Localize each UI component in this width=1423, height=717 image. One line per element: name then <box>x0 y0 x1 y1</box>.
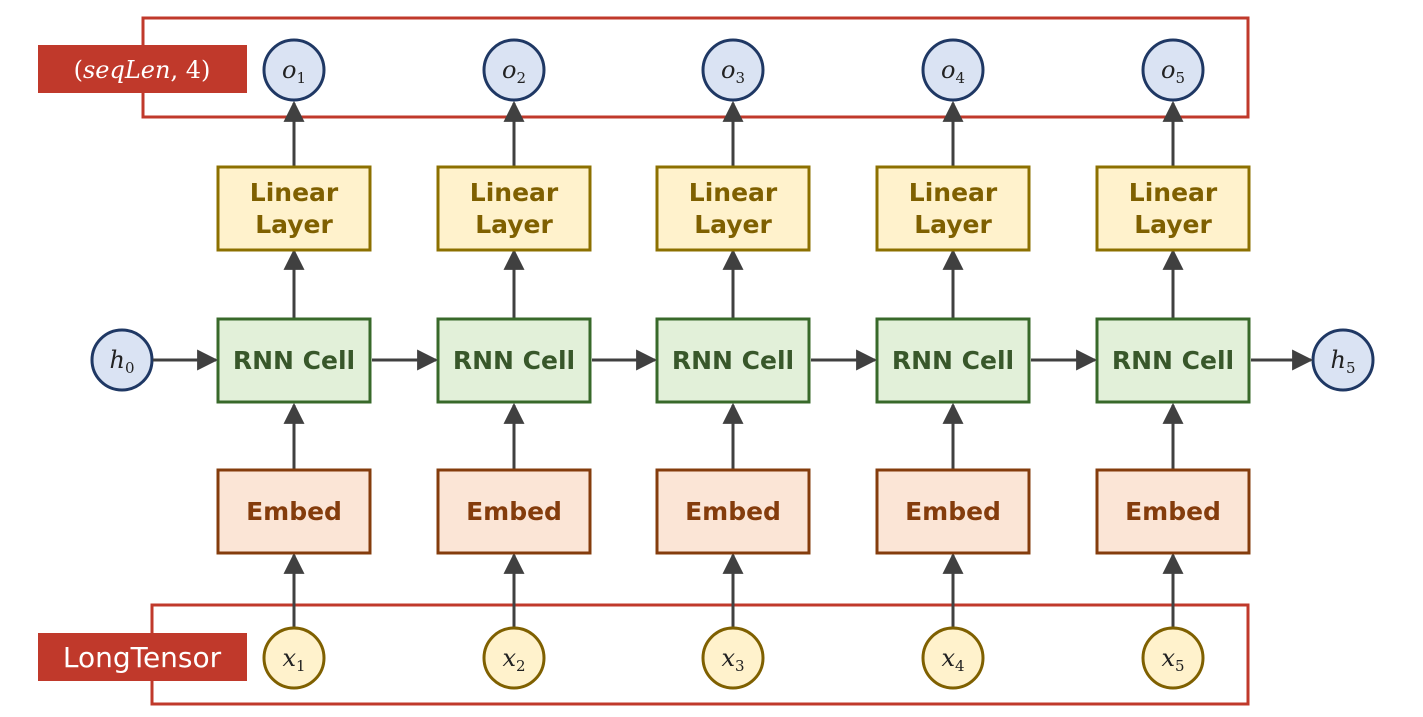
input-node <box>482 626 546 690</box>
input-node-label: x2 <box>502 644 525 675</box>
embed-label: Embed <box>905 497 1001 526</box>
embed-box <box>216 468 372 555</box>
rnn-cell-label: RNN Cell <box>892 346 1014 375</box>
linear-layer-label-line1: Linear <box>909 178 998 207</box>
rnn-cell-label: RNN Cell <box>1112 346 1234 375</box>
input-node-label: x4 <box>941 644 964 675</box>
rnn-cell-label: RNN Cell <box>672 346 794 375</box>
linear-layer-label-line2: Layer <box>914 210 992 239</box>
embed-label: Embed <box>685 497 781 526</box>
input-node-label: x3 <box>721 644 744 675</box>
rnn-cell-label: RNN Cell <box>233 346 355 375</box>
linear-layer-label-line1: Linear <box>689 178 778 207</box>
hidden-state-final-label: h5 <box>1330 346 1355 377</box>
output-node <box>482 38 546 102</box>
linear-layer-label-line1: Linear <box>470 178 559 207</box>
input-node <box>262 626 326 690</box>
hidden-state-initial-label: h0 <box>109 346 134 377</box>
rnn-cell-box <box>655 317 811 404</box>
output-node <box>262 38 326 102</box>
output-node <box>921 38 985 102</box>
rnn-cell-label: RNN Cell <box>453 346 575 375</box>
input-node-label: x5 <box>1161 644 1184 675</box>
input-node <box>921 626 985 690</box>
linear-layer-box <box>436 165 592 252</box>
embed-box <box>875 468 1031 555</box>
linear-layer-box <box>216 165 372 252</box>
embed-box <box>655 468 811 555</box>
embed-label: Embed <box>466 497 562 526</box>
linear-layer-label-line2: Layer <box>1134 210 1212 239</box>
rnn-cell-box <box>875 317 1031 404</box>
linear-layer-box <box>655 165 811 252</box>
rnn-cell-box <box>436 317 592 404</box>
output-node-label: o3 <box>721 56 745 87</box>
rnn-cell-box <box>216 317 372 404</box>
output-node <box>701 38 765 102</box>
input-node <box>1141 626 1205 690</box>
embed-label: Embed <box>1125 497 1221 526</box>
output-node <box>1141 38 1205 102</box>
linear-layer-label-line2: Layer <box>255 210 333 239</box>
input-node <box>701 626 765 690</box>
linear-layer-box <box>875 165 1031 252</box>
input-type-label: LongTensor <box>63 641 222 674</box>
linear-layer-box <box>1095 165 1251 252</box>
output-node-label: o1 <box>282 56 306 87</box>
output-node-label: o2 <box>502 56 526 87</box>
linear-layer-label-line2: Layer <box>475 210 553 239</box>
linear-layer-label-line2: Layer <box>694 210 772 239</box>
output-shape-tag <box>38 45 247 93</box>
input-node-label: x1 <box>282 644 305 675</box>
hidden-state-initial <box>90 328 154 392</box>
embed-box <box>436 468 592 555</box>
output-shape-label: (seqLen, 4) <box>74 56 211 84</box>
output-node-label: o4 <box>941 56 965 87</box>
linear-layer-label-line1: Linear <box>1129 178 1218 207</box>
output-node-label: o5 <box>1161 56 1185 87</box>
embed-label: Embed <box>246 497 342 526</box>
input-type-tag <box>38 633 247 681</box>
embed-box <box>1095 468 1251 555</box>
linear-layer-label-line1: Linear <box>250 178 339 207</box>
